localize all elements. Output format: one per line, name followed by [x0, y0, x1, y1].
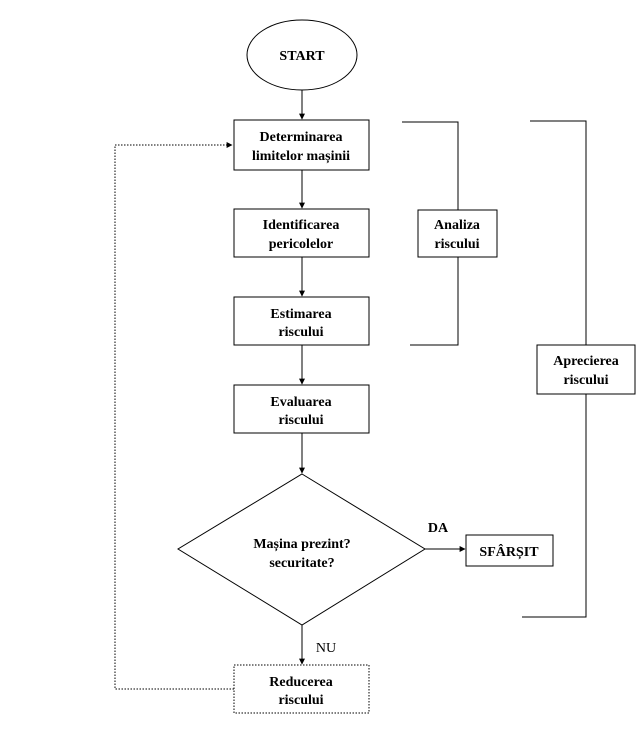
end-label: SFÂRȘIT	[479, 543, 539, 560]
step-determinarea: Determinarea limitelor mașinii	[233, 119, 370, 171]
step-label-line2: pericolelor	[269, 237, 334, 252]
yes-label: DA	[428, 521, 449, 536]
decision-node: Mașina prezint? securitate?	[177, 473, 426, 626]
step-label-line1: Identificarea	[263, 218, 340, 233]
group-label-line1: Aprecierea	[553, 354, 619, 369]
step-label-line2: limitelor mașinii	[252, 149, 350, 164]
analysis-bracket: Analiza riscului	[402, 121, 498, 346]
step-identificarea: Identificarea pericolelor	[233, 208, 370, 258]
group-label-line1: Analiza	[434, 218, 480, 233]
group-label-line2: riscului	[563, 373, 608, 388]
end-node: SFÂRȘIT	[465, 534, 554, 567]
feedback-loop-arrow	[114, 142, 234, 690]
reduce-label-line1: Reducerea	[269, 675, 333, 690]
step-label-line1: Evaluarea	[270, 395, 331, 410]
step-label-line2: riscului	[278, 413, 323, 428]
no-label: NU	[316, 641, 336, 656]
decision-label-line2: securitate?	[269, 556, 334, 571]
step-label-line1: Determinarea	[260, 130, 343, 145]
reduce-risk-node: Reducerea riscului	[233, 664, 370, 714]
start-node: START	[246, 19, 358, 91]
start-label: START	[279, 49, 325, 64]
step-label-line1: Estimarea	[270, 307, 331, 322]
decision-label-line1: Mașina prezint?	[253, 537, 350, 552]
step-estimarea: Estimarea riscului	[233, 296, 370, 346]
assessment-bracket: Aprecierea riscului	[522, 120, 636, 618]
step-evaluarea: Evaluarea riscului	[233, 384, 370, 434]
group-label-line2: riscului	[434, 237, 479, 252]
step-label-line2: riscului	[278, 325, 323, 340]
reduce-label-line2: riscului	[278, 693, 323, 708]
